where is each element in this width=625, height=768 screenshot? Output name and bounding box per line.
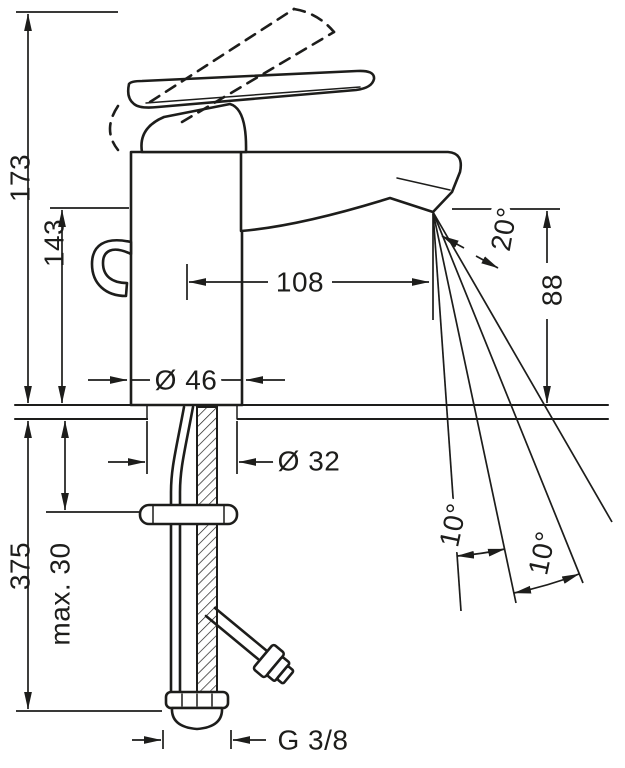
label-20deg: 20° bbox=[485, 205, 523, 254]
dim-arc-10deg-outer bbox=[513, 573, 580, 594]
label-d32: Ø 32 bbox=[278, 446, 341, 477]
standpipe-nut-cap bbox=[170, 706, 224, 731]
extension-lines bbox=[16, 11, 560, 749]
side-hook bbox=[90, 239, 133, 298]
label-143: 143 bbox=[39, 219, 70, 267]
mounting-deck bbox=[13, 402, 610, 422]
spray-line-4 bbox=[432, 211, 613, 523]
fitting-thread-stub bbox=[276, 665, 295, 685]
label-108: 108 bbox=[276, 267, 324, 298]
below-deck-assembly bbox=[138, 405, 295, 731]
dim-arc-10deg-inner bbox=[456, 548, 506, 559]
label-10deg-inner: 10° bbox=[433, 500, 472, 549]
mounting-clamp-plate bbox=[138, 503, 239, 526]
faucet-body-group bbox=[90, 7, 463, 407]
pull-rod-right-line bbox=[178, 405, 195, 693]
label-88: 88 bbox=[537, 274, 568, 306]
handle-base-dome bbox=[140, 102, 248, 154]
handle-lever-edge-line bbox=[145, 86, 361, 104]
dim-arrow-20deg-upper bbox=[441, 235, 465, 249]
dim-arrow-20deg-lower bbox=[475, 255, 499, 269]
handle-raised-dashed bbox=[108, 7, 336, 152]
angled-hose-line-1 bbox=[204, 614, 260, 661]
dashed-pivot-arc bbox=[108, 104, 120, 152]
dashed-lever-bottom-line bbox=[180, 30, 336, 124]
label-173: 173 bbox=[5, 154, 36, 202]
angled-hose-line-2 bbox=[213, 606, 269, 653]
label-d46: Ø 46 bbox=[155, 365, 218, 396]
label-375: 375 bbox=[5, 542, 36, 590]
aerator-line bbox=[396, 177, 451, 191]
label-g38: G 3/8 bbox=[278, 725, 349, 756]
dashed-lever-top-line bbox=[148, 7, 296, 104]
handle-lever bbox=[126, 69, 376, 109]
braided-supply-hose bbox=[196, 406, 218, 693]
label-bg-108 bbox=[268, 266, 332, 298]
pull-rod-left-line bbox=[169, 405, 186, 693]
label-10deg-outer: 10° bbox=[522, 528, 561, 577]
angled-hose-fitting bbox=[252, 643, 295, 685]
spray-line-2 bbox=[432, 211, 517, 604]
spray-line-1 bbox=[432, 211, 462, 612]
label-bg-88 bbox=[538, 263, 566, 319]
dashed-lever-tip bbox=[292, 7, 336, 34]
spout bbox=[239, 150, 463, 233]
label-max30: max. 30 bbox=[45, 542, 76, 645]
spray-fan-lines bbox=[432, 211, 613, 612]
spray-line-3 bbox=[432, 211, 584, 584]
